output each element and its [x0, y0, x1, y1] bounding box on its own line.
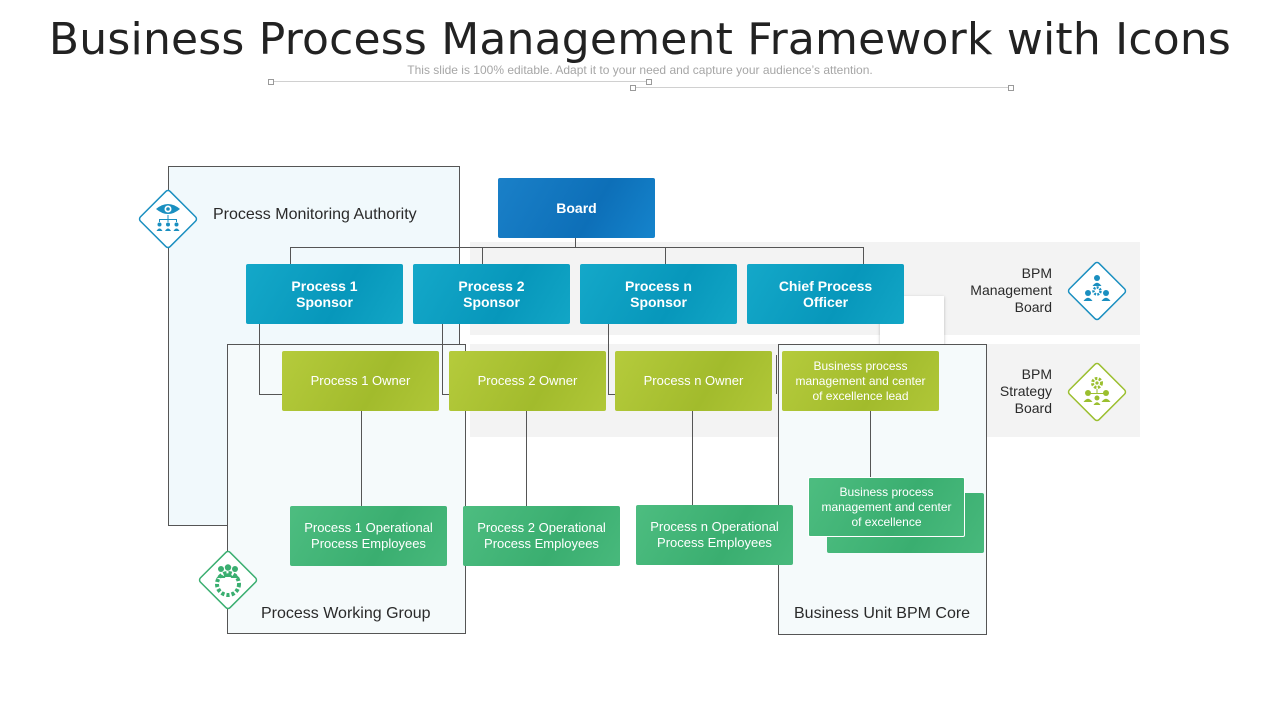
process-2-sponsor-box[interactable]: Process 2 Sponsor: [413, 264, 570, 324]
connector: [870, 411, 871, 477]
bpm-coe-box[interactable]: Business process management and center o…: [808, 477, 965, 537]
title-guide-line: [632, 87, 1010, 88]
eye-hierarchy-icon: [135, 186, 201, 252]
process-n-owner-box[interactable]: Process n Owner: [615, 351, 772, 411]
connector: [608, 324, 609, 394]
sponsor-line: Chief Process: [778, 278, 873, 294]
connector: [526, 411, 527, 506]
connector: [575, 238, 576, 248]
label-line: BPM: [1021, 265, 1052, 281]
label-line: BPM: [1021, 366, 1052, 382]
guide-handle: [1008, 85, 1014, 91]
connector: [259, 394, 283, 395]
label-line: Management: [970, 282, 1052, 298]
connector: [259, 324, 260, 394]
label-line: Board: [1014, 400, 1052, 416]
bpm-management-board-label: BPM Management Board: [952, 265, 1052, 316]
sponsor-line: Process 1: [291, 278, 358, 294]
process-n-sponsor-box[interactable]: Process n Sponsor: [580, 264, 737, 324]
connector: [776, 355, 777, 394]
bpm-strategy-board-label: BPM Strategy Board: [952, 366, 1052, 417]
connector: [482, 247, 483, 264]
team-strategy-icon: [1064, 359, 1130, 425]
sponsor-line: Sponsor: [630, 294, 687, 310]
process-n-employees-box[interactable]: Process n Operational Process Employees: [636, 505, 793, 565]
process-1-sponsor-box[interactable]: Process 1 Sponsor: [246, 264, 403, 324]
connector: [442, 394, 450, 395]
slide-subtitle: This slide is 100% editable. Adapt it to…: [407, 63, 873, 77]
guide-handle: [268, 79, 274, 85]
sponsor-line: Sponsor: [296, 294, 353, 310]
process-2-employees-box[interactable]: Process 2 Operational Process Employees: [463, 506, 620, 566]
process-2-owner-box[interactable]: Process 2 Owner: [449, 351, 606, 411]
label-line: Strategy: [999, 383, 1052, 399]
connector: [665, 247, 666, 264]
connector: [361, 411, 362, 506]
bpm-coe-lead-box[interactable]: Business process management and center o…: [782, 351, 939, 411]
connector: [692, 411, 693, 506]
sponsor-line: Process 2: [458, 278, 525, 294]
label-line: Board: [1014, 299, 1052, 315]
title-guide-line: [270, 81, 648, 82]
sponsor-line: Sponsor: [463, 294, 520, 310]
process-monitoring-authority-label: Process Monitoring Authority: [213, 206, 417, 223]
connector: [863, 247, 864, 264]
chief-process-officer-box[interactable]: Chief Process Officer: [747, 264, 904, 324]
team-gear-icon: [195, 547, 261, 613]
process-1-employees-box[interactable]: Process 1 Operational Process Employees: [290, 506, 447, 566]
process-1-owner-box[interactable]: Process 1 Owner: [282, 351, 439, 411]
sponsor-line: Officer: [802, 294, 849, 310]
guide-handle: [630, 85, 636, 91]
business-unit-bpm-core-label: Business Unit BPM Core: [794, 605, 971, 622]
slide-title: Business Process Management Framework wi…: [48, 14, 1232, 65]
connector: [608, 394, 616, 395]
guide-handle: [646, 79, 652, 85]
connector: [442, 324, 443, 394]
team-gear-icon: [1064, 258, 1130, 324]
sponsor-line: Process n: [625, 278, 692, 294]
board-box[interactable]: Board: [498, 178, 655, 238]
connector: [290, 247, 291, 264]
process-working-group-label: Process Working Group: [261, 605, 431, 622]
connector: [290, 247, 864, 248]
